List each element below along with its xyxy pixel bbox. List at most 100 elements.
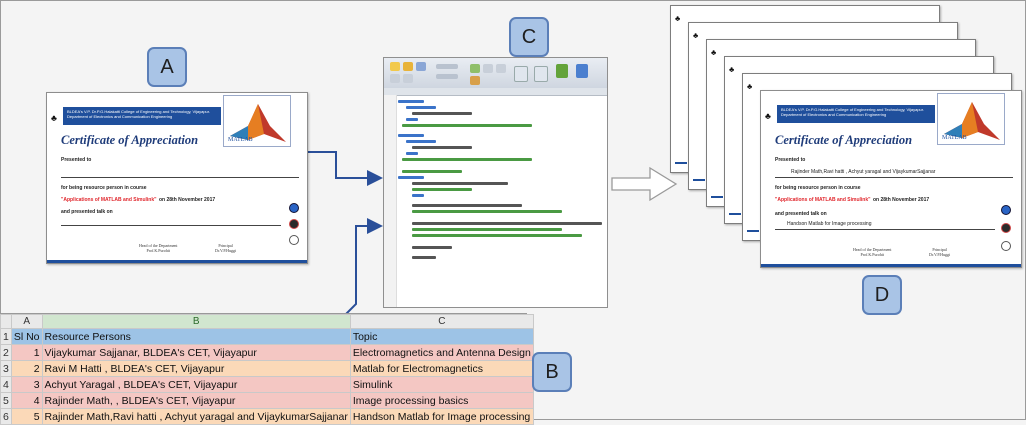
course-date: on 28th November 2017 — [873, 197, 930, 203]
cell-sl-no[interactable]: 5 — [10, 408, 43, 425]
signature-principal-title: Principal — [932, 247, 947, 252]
recipient-name: Rajinder Math,Ravi hatti , Achyut yaraga… — [791, 169, 936, 175]
new-file-icon — [390, 62, 400, 71]
resource-line-label: for being resource person in course — [61, 185, 147, 191]
editor-tab-row[interactable] — [384, 88, 607, 96]
name-blank-line — [61, 177, 299, 178]
table-row: 1 Sl No Resource Persons Topic — [0, 328, 534, 345]
course-name: "Applications of MATLAB and Simulink" — [775, 197, 871, 203]
signature-principal: Principal Dr.V.P.Huggi — [215, 243, 236, 253]
code-line — [398, 134, 424, 137]
round-logo-icon-2 — [1001, 223, 1011, 233]
code-line — [412, 194, 424, 197]
cell-resource-person[interactable]: Achyut Yaragal , BLDEA's CET, Vijayapur — [41, 376, 351, 393]
talk-line-label: and presented talk on — [775, 211, 827, 217]
indent-icon — [496, 64, 506, 73]
college-seal-icon: ♣ — [747, 82, 753, 91]
code-line — [412, 188, 472, 191]
round-logo-icon-3 — [289, 235, 299, 245]
code-line — [406, 140, 436, 143]
header-cell-resource-persons[interactable]: Resource Persons — [41, 328, 351, 345]
signature-hod-name: Prof.K.Purohit — [146, 248, 171, 253]
cell-sl-no[interactable]: 4 — [10, 392, 43, 409]
row-number[interactable]: 2 — [0, 344, 12, 361]
spreadsheet: A B C 1 Sl No Resource Persons Topic 2 1… — [0, 313, 534, 425]
arrow-sheet-to-code — [343, 218, 383, 317]
code-line — [406, 106, 436, 109]
run-advance-icon — [534, 66, 548, 82]
round-logo-icon-1 — [1001, 205, 1011, 215]
row-number[interactable]: 5 — [0, 392, 12, 409]
cell-resource-person[interactable]: Rajinder Math,Ravi hatti , Achyut yaraga… — [41, 408, 351, 425]
certificate-header-bar: BLDEA's V.P. Dr.P.G.Halakatti College of… — [63, 107, 221, 125]
table-row: 2 1 Vijaykumar Sajjanar, BLDEA's CET, Vi… — [0, 344, 534, 361]
arrow-template-to-code — [308, 151, 383, 186]
cell-topic[interactable]: Simulink — [349, 376, 534, 393]
signature-hod: Head of the Department Prof.K.Purohit — [139, 243, 178, 253]
code-line — [412, 210, 562, 213]
run-section-icon — [514, 66, 528, 82]
topic-line — [775, 229, 995, 230]
certificate-blue-mark — [675, 162, 687, 164]
cell-sl-no[interactable]: 1 — [10, 344, 43, 361]
name-line — [775, 177, 1013, 178]
table-row: 6 5 Rajinder Math,Ravi hatti , Achyut ya… — [0, 408, 534, 425]
cell-topic[interactable]: Image processing basics — [349, 392, 534, 409]
resource-table: A B C 1 Sl No Resource Persons Topic 2 1… — [0, 314, 534, 425]
label-b: B — [532, 352, 572, 392]
column-header-c[interactable]: C — [349, 314, 534, 329]
signature-principal-title: Principal — [218, 243, 233, 248]
signature-principal-name: Dr.V.P.Huggi — [929, 252, 951, 257]
signature-hod-title: Head of the Department — [139, 243, 178, 248]
signature-principal: Principal Dr.V.P.Huggi — [929, 247, 950, 257]
cell-resource-person[interactable]: Vijaykumar Sajjanar, BLDEA's CET, Vijaya… — [41, 344, 351, 361]
row-number[interactable]: 3 — [0, 360, 12, 377]
print-icon — [390, 74, 400, 83]
code-line — [412, 246, 452, 249]
label-d: D — [862, 275, 902, 315]
code-line — [412, 146, 472, 149]
output-certificate-filled: ♣ BLDEA's V.P. Dr.P.G.Halakatti College … — [760, 90, 1022, 268]
code-line — [412, 234, 582, 237]
code-line — [402, 158, 532, 161]
label-a: A — [147, 47, 187, 87]
cell-resource-person[interactable]: Ravi M Hatti , BLDEA's CET, Vijayapur — [41, 360, 351, 377]
signature-principal-name: Dr.V.P.Huggi — [215, 248, 237, 253]
college-seal-icon: ♣ — [693, 31, 699, 40]
code-line — [412, 228, 562, 231]
signature-hod-name: Prof.K.Purohit — [860, 252, 885, 257]
code-line — [406, 152, 418, 155]
cell-topic[interactable]: Electromagnetics and Antenna Design — [349, 344, 534, 361]
column-header-b[interactable]: B — [41, 314, 351, 329]
cell-topic[interactable]: Matlab for Electromagnetics — [349, 360, 534, 377]
cell-sl-no[interactable]: 2 — [10, 360, 43, 377]
go-to-icon — [436, 74, 458, 79]
code-line — [412, 256, 436, 259]
code-line — [406, 118, 418, 121]
run-advance-step-icon — [576, 64, 588, 78]
row-number[interactable]: 4 — [0, 376, 12, 393]
save-file-icon — [416, 62, 426, 71]
select-all-corner[interactable] — [0, 314, 12, 329]
compare-icon — [403, 74, 413, 83]
matlab-logo-text: MATLAB — [942, 135, 967, 141]
cell-sl-no[interactable]: 3 — [10, 376, 43, 393]
cell-resource-person[interactable]: Rajinder Math, , BLDEA's CET, Vijayapur — [41, 392, 351, 409]
row-number[interactable]: 6 — [0, 408, 12, 425]
header-cell-sl-no[interactable]: Sl No — [10, 328, 43, 345]
open-file-icon — [403, 62, 413, 71]
header-cell-topic[interactable]: Topic — [349, 328, 534, 345]
round-logo-icon-3 — [1001, 241, 1011, 251]
table-row: 5 4 Rajinder Math, , BLDEA's CET, Vijaya… — [0, 392, 534, 409]
row-number[interactable]: 1 — [0, 328, 12, 345]
certificate-blue-mark — [693, 179, 705, 181]
certificate-header-text: BLDEA's V.P. Dr.P.G.Halakatti College of… — [67, 109, 211, 119]
cell-topic[interactable]: Handson Matlab for Image processing — [349, 408, 534, 425]
code-line — [412, 182, 508, 185]
column-header-a[interactable]: A — [10, 314, 43, 329]
table-row: 4 3 Achyut Yaragal , BLDEA's CET, Vijaya… — [0, 376, 534, 393]
certificate-bottom-bar — [47, 260, 307, 263]
course-name: "Applications of MATLAB and Simulink" — [61, 197, 157, 203]
run-icon — [556, 64, 568, 78]
